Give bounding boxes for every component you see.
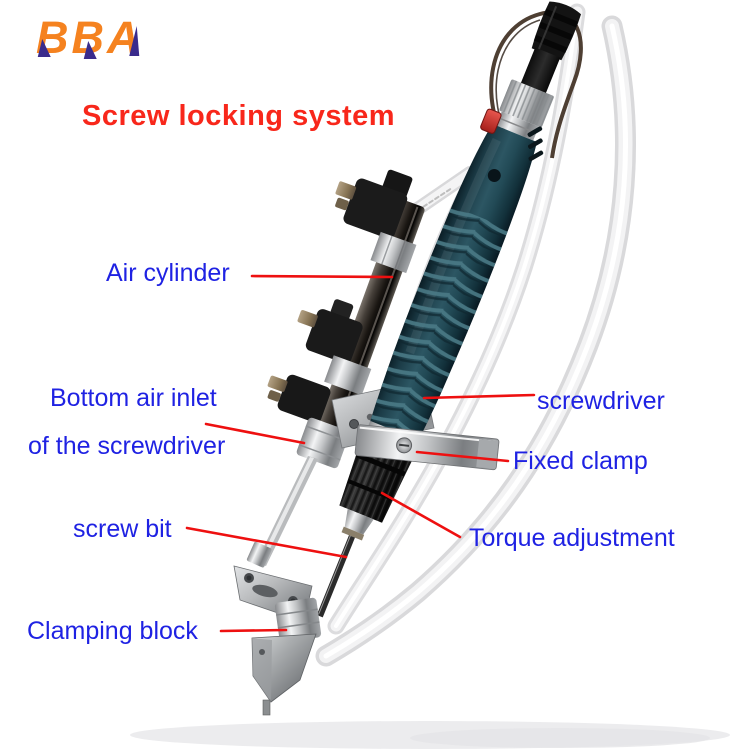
label-clamping-block: Clamping block [27,617,198,645]
leader-line-torque-adjustment [380,491,462,539]
label-screwdriver: screwdriver [537,387,665,415]
label-torque-adjustment: Torque adjustment [469,524,675,552]
chuck-tip [341,508,374,541]
collar-mid [324,355,372,396]
leader-line-clamping-block [219,628,288,633]
air-cylinder-assembly [267,169,425,469]
label-bottom-air-inlet-line2: of the screwdriver [28,432,226,460]
air-tube-outer [315,15,636,667]
nozzle-pin [262,699,271,716]
page-title: Screw locking system [82,100,396,132]
handle-hole [487,168,501,182]
label-air-cylinder: Air cylinder [106,259,230,287]
fixed-clamp-band [354,424,500,471]
air-fitting-bottom [267,374,331,423]
leader-line-screwdriver [422,393,536,400]
air-hose-connector [531,1,582,61]
label-fixed-clamp: Fixed clamp [513,447,648,475]
leader-line-screw-bit [185,526,348,559]
rod-hex-nut [246,541,272,568]
floor-shadow [130,721,730,749]
leader-line-bottom-air-inlet [204,422,306,445]
knurled-collar [499,79,554,128]
brand-logo: BBA [36,12,186,68]
leader-lines [185,274,536,633]
connector-neck [519,47,561,97]
vent-slots [527,126,544,161]
piston-rod [246,456,318,568]
air-fitting-mid [297,299,363,364]
air-fitting-top [335,178,408,239]
brand-logo-text: BBA [36,12,143,63]
grip-ribs [362,205,511,449]
clamping-block-assembly [233,565,322,716]
leader-line-air-cylinder [250,274,394,279]
leader-line-fixed-clamp [415,450,510,463]
bracket-screw [349,419,359,429]
label-screw-bit: screw bit [73,515,172,543]
trigger-button [480,108,502,134]
label-bottom-air-inlet-line1: Bottom air inlet [50,384,217,412]
hex-collar-top [370,231,417,274]
block-wedge-jaw [251,633,317,703]
